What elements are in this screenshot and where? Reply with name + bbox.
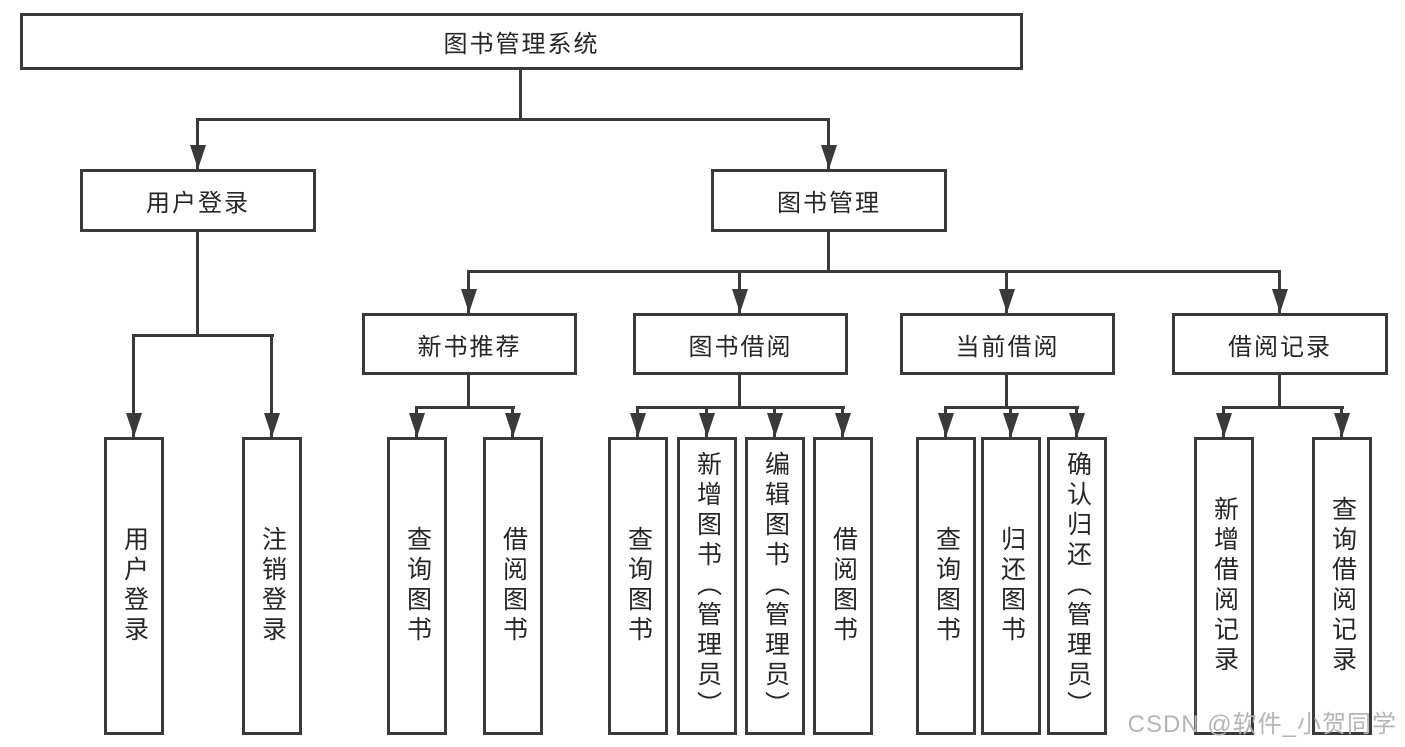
arrow-down-icon [999, 289, 1015, 313]
connector-bar-line [467, 270, 1281, 273]
arrow-down-icon [821, 145, 837, 169]
node-query-borrow-record: 查询借阅记录 [1312, 437, 1372, 735]
node-new-book-recommend: 新书推荐 [362, 313, 577, 375]
node-borrow-records-label: 借阅记录 [1228, 333, 1332, 361]
node-borrow-book-leaf-label: 借阅图书 [829, 526, 858, 646]
connector-drop-line [132, 334, 135, 437]
node-edit-book-admin: 编辑图书（管理员） [745, 437, 805, 735]
node-add-borrow-record-label: 新增借阅记录 [1210, 496, 1239, 676]
connector-stem-line [827, 232, 830, 273]
arrow-down-icon [190, 145, 206, 169]
connector-stem-line [738, 375, 741, 409]
node-current-borrow-label: 当前借阅 [955, 333, 1060, 361]
connector-stem-line [1005, 375, 1008, 409]
node-query-book-borrow-label: 查询图书 [624, 526, 653, 646]
connector-stem-line [196, 232, 199, 337]
node-user-login-leaf-label: 用户登录 [120, 526, 149, 646]
node-add-book-admin: 新增图书（管理员） [677, 437, 737, 735]
arrow-down-icon [264, 413, 280, 437]
node-root: 图书管理系统 [20, 13, 1023, 70]
node-query-book-recommend: 查询图书 [387, 437, 447, 735]
connector-drop-line [270, 334, 273, 437]
connector-stem-line [1278, 375, 1281, 409]
arrow-down-icon [461, 289, 477, 313]
arrow-down-icon [1334, 413, 1350, 437]
node-query-book-borrow: 查询图书 [608, 437, 668, 735]
node-query-current-borrow-label: 查询图书 [932, 526, 961, 646]
node-borrow-book-leaf: 借阅图书 [813, 437, 873, 735]
connector-stem-line [519, 70, 522, 121]
connector-drop-line [196, 118, 199, 169]
connector-bar-line [1222, 406, 1344, 409]
node-new-book-recommend-label: 新书推荐 [417, 333, 522, 361]
node-book-borrow-label: 图书借阅 [688, 333, 793, 361]
node-borrow-records: 借阅记录 [1172, 313, 1388, 375]
connector-bar-line [132, 334, 274, 337]
node-edit-book-admin-label: 编辑图书（管理员） [761, 451, 790, 721]
node-confirm-return-admin: 确认归还（管理员） [1047, 437, 1107, 735]
node-borrow-book-recommend-label: 借阅图书 [499, 526, 528, 646]
node-book-management: 图书管理 [711, 169, 947, 232]
node-borrow-book-recommend: 借阅图书 [483, 437, 543, 735]
arrow-down-icon [409, 413, 425, 437]
arrow-down-icon [1003, 413, 1019, 437]
arrow-down-icon [767, 413, 783, 437]
node-user-login-label: 用户登录 [146, 190, 250, 217]
node-logout-leaf-label: 注销登录 [258, 526, 287, 646]
connector-drop-line [827, 118, 830, 169]
arrow-down-icon [938, 413, 954, 437]
arrow-down-icon [126, 413, 142, 437]
node-root-label: 图书管理系统 [443, 31, 600, 58]
arrow-down-icon [505, 413, 521, 437]
node-query-borrow-record-label: 查询借阅记录 [1328, 496, 1357, 676]
node-book-borrow: 图书借阅 [633, 313, 848, 375]
node-add-book-admin-label: 新增图书（管理员） [693, 451, 722, 721]
node-confirm-return-admin-label: 确认归还（管理员） [1063, 451, 1092, 721]
node-logout-leaf: 注销登录 [242, 437, 302, 735]
arrow-down-icon [835, 413, 851, 437]
arrow-down-icon [1272, 289, 1288, 313]
node-current-borrow: 当前借阅 [900, 313, 1115, 375]
node-return-book-label: 归还图书 [997, 526, 1026, 646]
arrow-down-icon [699, 413, 715, 437]
node-book-management-label: 图书管理 [777, 190, 881, 217]
arrow-down-icon [1216, 413, 1232, 437]
node-query-current-borrow: 查询图书 [916, 437, 976, 735]
node-user-login: 用户登录 [80, 169, 316, 232]
node-user-login-leaf: 用户登录 [104, 437, 164, 735]
connector-bar-line [636, 406, 845, 409]
arrow-down-icon [630, 413, 646, 437]
node-query-book-recommend-label: 查询图书 [403, 526, 432, 646]
node-return-book: 归还图书 [981, 437, 1041, 735]
connector-stem-line [467, 375, 470, 409]
node-add-borrow-record: 新增借阅记录 [1194, 437, 1254, 735]
connector-bar-line [415, 406, 515, 409]
arrow-down-icon [1069, 413, 1085, 437]
connector-bar-line [196, 118, 830, 121]
csdn-watermark: CSDN @软件_小贺同学 [1127, 711, 1397, 738]
arrow-down-icon [732, 289, 748, 313]
